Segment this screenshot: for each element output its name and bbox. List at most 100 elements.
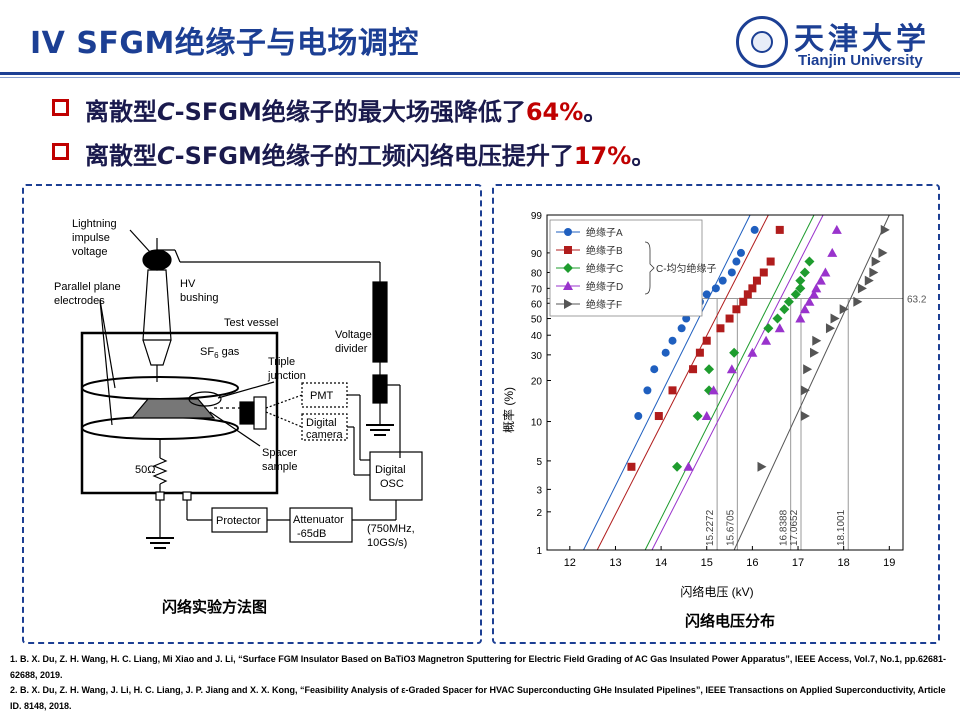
scale-value-label: 18.1001 (836, 509, 847, 546)
data-point (732, 305, 741, 314)
y-tick-label: 50 (531, 315, 543, 326)
y-tick-label: 30 (531, 351, 543, 362)
logo-chinese-name: 天津大学 (794, 22, 930, 57)
data-point (783, 296, 794, 307)
chart-legend: 绝缘子A 绝缘子B 绝缘子C 绝缘子D 绝缘子F C-均匀绝缘子 (549, 219, 717, 317)
label-resistor: 50Ω (135, 464, 155, 476)
data-point (864, 275, 874, 286)
y-tick-label: 60 (531, 299, 543, 310)
label-lightning: Lightning (72, 218, 117, 230)
data-point (779, 304, 790, 315)
legend-marker (564, 228, 572, 236)
data-point (795, 275, 806, 286)
data-point (729, 347, 740, 358)
label-protector: Protector (216, 515, 261, 527)
data-point (827, 247, 838, 257)
data-point (726, 364, 737, 374)
x-tick-label: 14 (655, 557, 667, 569)
data-point (804, 296, 815, 306)
y-tick-label: 20 (531, 377, 543, 388)
header-divider-thin (0, 77, 960, 78)
data-point (763, 323, 774, 334)
label-voltage: voltage (72, 246, 107, 258)
scale-value-label: 15.2272 (705, 509, 716, 546)
data-point (825, 323, 835, 334)
chart-caption: 闪络电压分布 (685, 612, 776, 630)
data-point (800, 385, 810, 396)
data-point (799, 267, 810, 278)
data-point (761, 335, 772, 345)
data-point (815, 275, 826, 285)
legend-label: 绝缘子D (586, 280, 623, 293)
data-point (725, 314, 734, 323)
fit-line (583, 214, 751, 551)
x-tick-label: 15 (701, 557, 713, 569)
bullet-square-icon (52, 99, 69, 116)
scale-value-label: 17.0652 (789, 509, 800, 546)
label-impulse: impulse (72, 232, 110, 244)
scale-value-label: 15.6705 (725, 509, 736, 546)
bullet-text: -SFGM绝缘子的工频闪络电压提升了 (174, 142, 574, 170)
y-tick-label: 10 (531, 418, 543, 429)
data-point (692, 411, 703, 422)
data-point (809, 289, 819, 299)
data-point (803, 364, 813, 375)
data-point (775, 225, 784, 234)
legend-marker (563, 263, 573, 273)
data-point (661, 348, 670, 357)
label-vessel: Test vessel (224, 317, 278, 329)
bullet-flashover-increase: 离散型C-SFGM绝缘子的工频闪络电压提升了17%。 (52, 136, 655, 171)
bullet-text: 。 (631, 142, 656, 170)
data-point (747, 347, 758, 357)
reference-2: 2. B. X. Du, Z. H. Wang, J. Li, H. C. Li… (10, 685, 946, 711)
bullet-text: 离散型 (85, 98, 157, 126)
data-point (701, 411, 712, 421)
label-voltage-divider-2: divider (335, 343, 368, 355)
y-tick-label: 80 (531, 268, 543, 279)
data-point (627, 462, 636, 471)
fit-line (733, 214, 890, 551)
bullet-italic: C (157, 98, 175, 126)
legend-marker (564, 299, 573, 309)
bullet-field-reduction: 离散型C-SFGM绝缘子的最大场强降低了64%。 (52, 92, 607, 127)
legend-label: 绝缘子F (586, 298, 622, 311)
data-point (812, 335, 822, 346)
x-tick-label: 16 (746, 557, 758, 569)
data-point (689, 365, 698, 374)
logo-english-name: Tianjin University (798, 52, 923, 69)
x-tick-label: 19 (883, 557, 895, 569)
reference-line-label: 63.2 (907, 295, 927, 306)
bullet-value: 17% (573, 142, 632, 170)
label-voltage-divider-1: Voltage (335, 329, 372, 341)
legend-label: 绝缘子C (586, 262, 623, 275)
data-point (643, 386, 652, 395)
scale-value-label: 16.8388 (779, 509, 790, 546)
x-tick-label: 17 (792, 557, 804, 569)
legend-label: 绝缘子B (586, 244, 623, 257)
legend-group-label: C-均匀绝缘子 (656, 262, 717, 275)
chart-x-label: 闪络电压 (kV) (680, 584, 753, 599)
data-point (790, 289, 801, 300)
data-point (708, 385, 719, 395)
label-attenuation: -65dB (297, 528, 326, 540)
chart-fit-lines (583, 214, 890, 551)
data-point (804, 256, 815, 267)
data-point (727, 268, 736, 277)
bullet-text: -SFGM绝缘子的最大场强降低了 (174, 98, 526, 126)
data-point (650, 365, 659, 374)
x-tick-label: 18 (838, 557, 850, 569)
data-point (800, 411, 810, 422)
bullet-italic: C (157, 142, 175, 170)
experiment-diagram: Lightning impulse voltage HV bushing Par… (54, 218, 423, 549)
data-point (716, 324, 725, 333)
data-point (795, 283, 806, 294)
data-point (880, 224, 890, 235)
label-parallel: Parallel plane (54, 281, 121, 293)
university-seal-icon (736, 16, 788, 68)
y-tick-label: 3 (536, 485, 542, 496)
data-point (831, 224, 842, 234)
university-logo: 天津大学 Tianjin University (736, 14, 946, 72)
legend-label: 绝缘子A (586, 226, 623, 239)
